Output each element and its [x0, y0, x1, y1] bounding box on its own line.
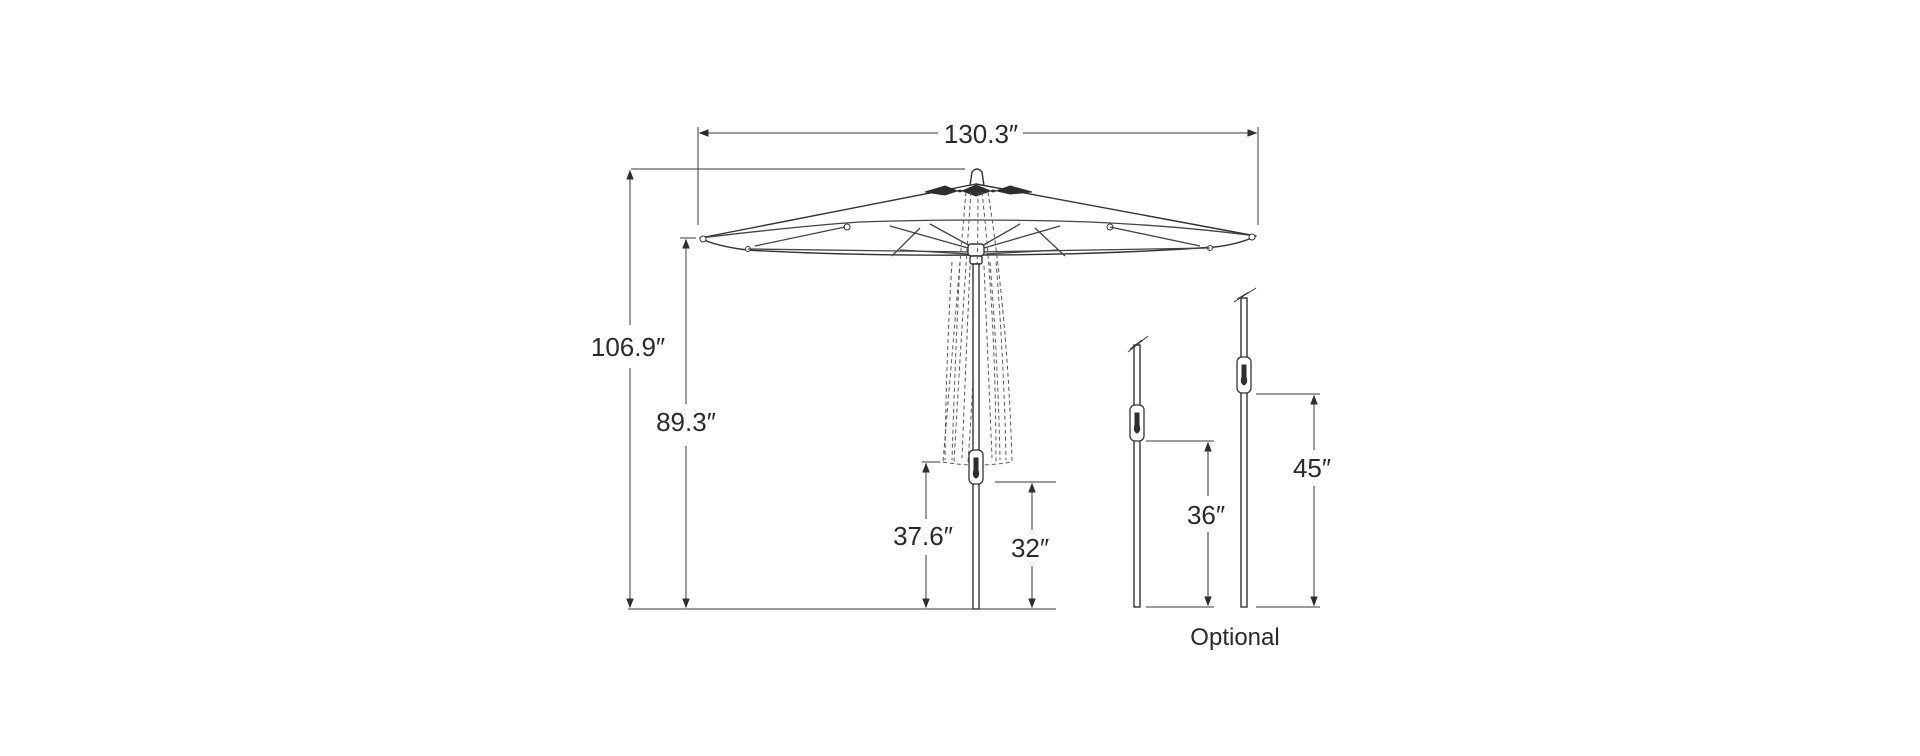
optional-short-pole: 36″: [1127, 335, 1225, 608]
width-label: 130.3″: [944, 119, 1018, 149]
optional-short-label: 36″: [1187, 500, 1225, 530]
total-height-dimension: 106.9″: [591, 168, 1056, 610]
canopy-height-label: 89.3″: [656, 407, 716, 437]
optional-caption: Optional: [1190, 624, 1279, 651]
main-pole: [968, 263, 984, 610]
umbrella-canopy: [699, 168, 1257, 265]
optional-tall-label: 45″: [1293, 453, 1331, 483]
folded-canopy-outline: [942, 191, 1013, 466]
optional-tall-pole: 45″: [1233, 287, 1331, 608]
crank-height-offset-label: 32″: [1011, 533, 1049, 563]
width-dimension: 130.3″: [697, 119, 1259, 225]
crank-height-main-label: 37.6″: [893, 521, 953, 551]
canopy-height-dimension: 89.3″: [656, 237, 716, 609]
crank-height-offset-dimension: 32″: [995, 481, 1056, 609]
total-height-label: 106.9″: [591, 332, 665, 362]
crank-height-main-dimension: 37.6″: [893, 461, 953, 609]
